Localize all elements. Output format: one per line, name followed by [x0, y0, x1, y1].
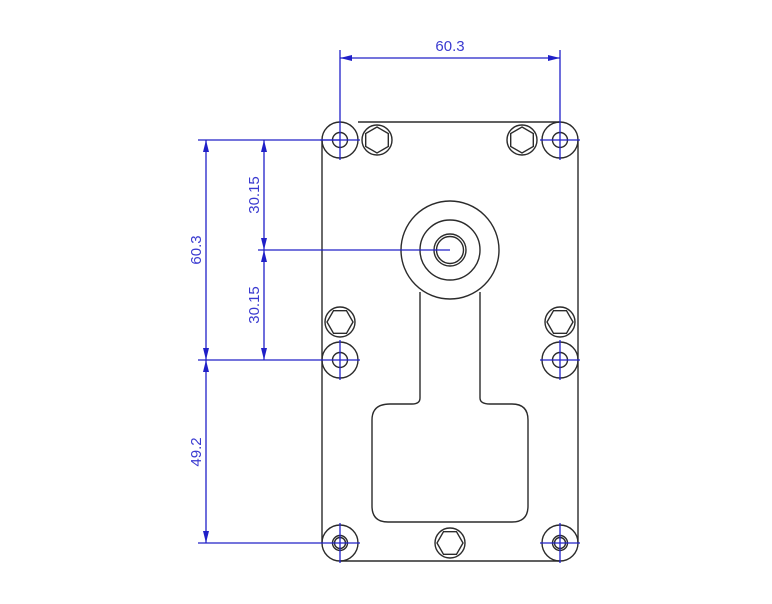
- dimension-label: 60.3: [188, 235, 205, 264]
- hex-bolt-icon: [361, 124, 393, 156]
- dimension-left-total: 60.3: [188, 140, 209, 360]
- dimension-label: 30.15: [246, 286, 263, 324]
- dimension-label: 60.3: [435, 38, 464, 55]
- hex-bolt-icon: [544, 306, 576, 338]
- plate-body: [321, 121, 579, 562]
- dimension-lower-half: 30.15: [246, 250, 267, 360]
- hex-bolts: [324, 124, 576, 559]
- dimension-upper-half: 30.15: [246, 140, 267, 250]
- dimension-label: 30.15: [246, 176, 263, 214]
- center-marks: [320, 139, 580, 563]
- plate-outline: [321, 121, 579, 562]
- t-pocket-outline: [371, 292, 529, 523]
- dimension-top-width: 60.3: [339, 38, 561, 160]
- hex-bolt-icon: [506, 124, 538, 156]
- mounting-holes: [321, 121, 579, 562]
- hex-bolt-icon: [434, 527, 466, 559]
- hex-bolt-icon: [324, 306, 356, 338]
- dimension-label: 49.2: [188, 437, 205, 466]
- extension-lines: [198, 139, 450, 544]
- dimension-bottom-offset: 49.2: [188, 360, 209, 543]
